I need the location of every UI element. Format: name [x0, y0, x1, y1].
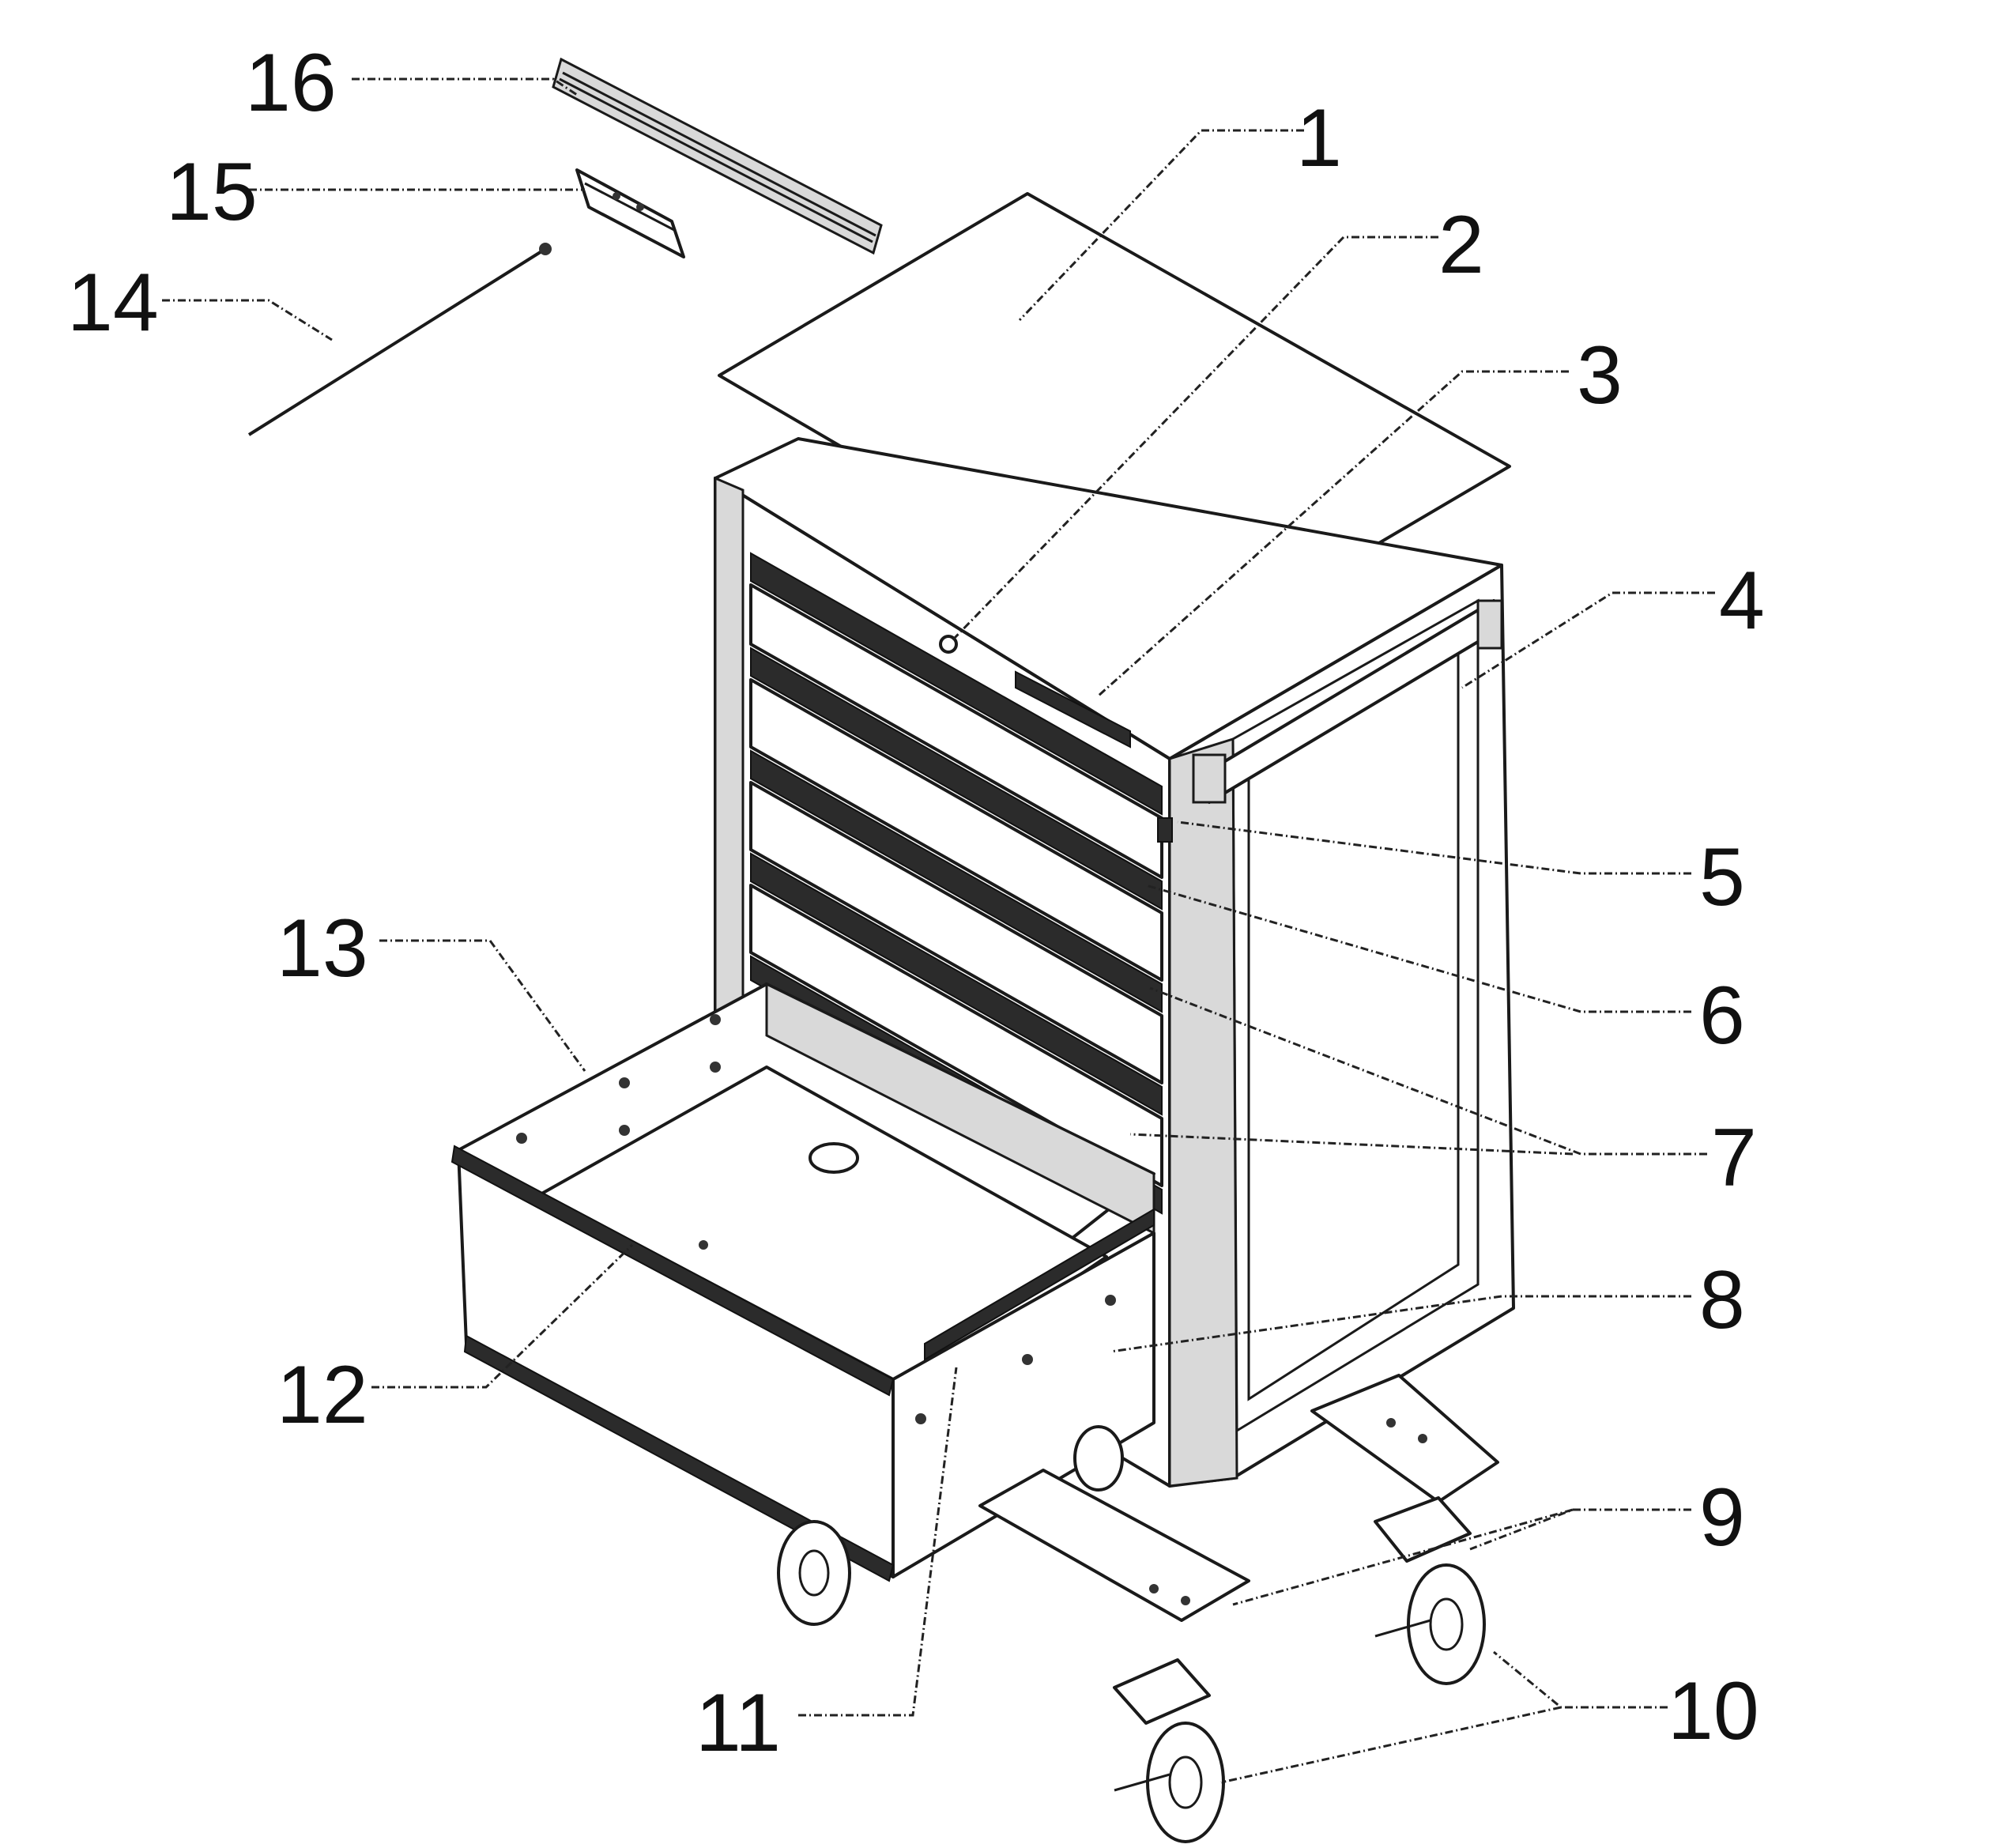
callout-15: 15 — [166, 146, 258, 238]
callout-10: 10 — [1668, 1665, 1759, 1757]
callout-13: 13 — [277, 903, 368, 994]
callout-3: 3 — [1577, 330, 1623, 421]
callout-12: 12 — [277, 1349, 368, 1441]
callout-4: 4 — [1719, 555, 1765, 647]
callout-5: 5 — [1699, 832, 1745, 923]
part-16-slide-rail — [552, 57, 883, 255]
callout-labels: 16 15 14 1 2 3 4 5 6 7 8 9 10 11 12 13 — [67, 37, 1765, 1769]
part-12-drawer — [450, 982, 1155, 1582]
callout-7: 7 — [1711, 1112, 1757, 1204]
leader-lines — [162, 77, 1715, 1784]
part-15-bracket — [575, 168, 685, 258]
callout-2: 2 — [1438, 199, 1484, 291]
part-10-casters — [777, 1425, 1486, 1843]
callout-14: 14 — [67, 257, 159, 349]
callout-9: 9 — [1699, 1472, 1745, 1563]
callout-16: 16 — [245, 37, 337, 129]
callout-6: 6 — [1699, 970, 1745, 1062]
callout-11: 11 — [696, 1677, 781, 1769]
callout-1: 1 — [1296, 92, 1342, 184]
cabinet-body — [714, 437, 1515, 1488]
callout-8: 8 — [1699, 1254, 1745, 1346]
part-14-rod — [247, 243, 552, 436]
part-9-base-plates — [978, 1374, 1499, 1622]
